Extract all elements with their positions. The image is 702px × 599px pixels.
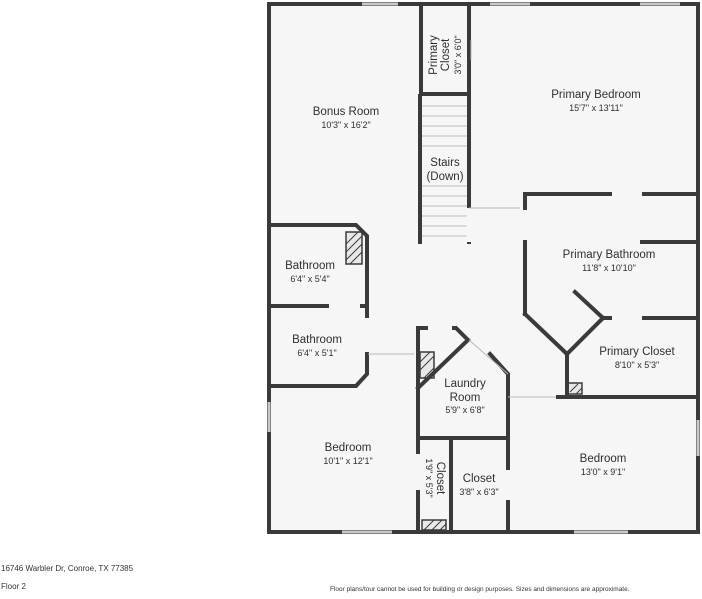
- laundry-room-dims: 5'9" x 6'8": [445, 405, 484, 415]
- floor-area: [269, 4, 698, 532]
- bedroom-right-dims: 13'0" x 9'1": [581, 467, 625, 477]
- primary-bedroom-name: Primary Bedroom: [551, 89, 640, 101]
- bedroom-right-name: Bedroom: [580, 453, 627, 465]
- primary-closet-dims: 8'10" x 5'3": [615, 360, 659, 370]
- bathroom-1-name: Bathroom: [285, 260, 335, 272]
- closet-small-name: Closet: [434, 462, 446, 495]
- floor-plan: Bonus Room 10'3" x 16'2" Primary Closet …: [267, 2, 700, 534]
- primary-closet-top-name-1: Primary: [428, 35, 440, 75]
- primary-closet-name: Primary Closet: [599, 346, 675, 358]
- bathroom-1-dims: 6'4" x 5'4": [290, 274, 329, 284]
- closet-name: Closet: [463, 473, 496, 485]
- disclaimer-text: Floor plans/tour cannot be used for buil…: [330, 586, 630, 593]
- bathroom-2-name: Bathroom: [292, 334, 342, 346]
- closet-dims: 3'8" x 6'3": [459, 487, 498, 497]
- stairs-label-bg: [424, 154, 466, 184]
- primary-bathroom-name: Primary Bathroom: [563, 249, 656, 261]
- floor-label: Floor 2: [1, 582, 26, 591]
- laundry-room-name-1: Laundry: [444, 378, 486, 390]
- address-text: 16746 Warbler Dr, Conroe, TX 77385: [1, 564, 134, 573]
- laundry-room-name-2: Room: [450, 392, 481, 404]
- bonus-room-name: Bonus Room: [313, 106, 379, 118]
- primary-closet-top-name-2: Closet: [440, 38, 452, 71]
- bedroom-left-dims: 10'1" x 12'1": [323, 456, 372, 466]
- primary-bedroom-dims: 15'7" x 13'11": [569, 103, 623, 113]
- bedroom-left-name: Bedroom: [325, 442, 372, 454]
- primary-bathroom-dims: 11'8" x 10'10": [582, 263, 636, 273]
- primary-closet-top-dims: 3'0" x 6'0": [453, 35, 463, 74]
- closet-small-dims: 1'9" x 5'3": [424, 458, 434, 497]
- stairs-name-2: (Down): [426, 171, 463, 183]
- stairs-name-1: Stairs: [430, 157, 460, 169]
- windows: [267, 2, 700, 534]
- bonus-room-dims: 10'3" x 16'2": [321, 120, 370, 130]
- stair-treads: [421, 105, 468, 237]
- door-jambs: [368, 40, 556, 398]
- bathroom-2-dims: 6'4" x 5'1": [297, 348, 336, 358]
- hatch-lines: [345, 231, 583, 531]
